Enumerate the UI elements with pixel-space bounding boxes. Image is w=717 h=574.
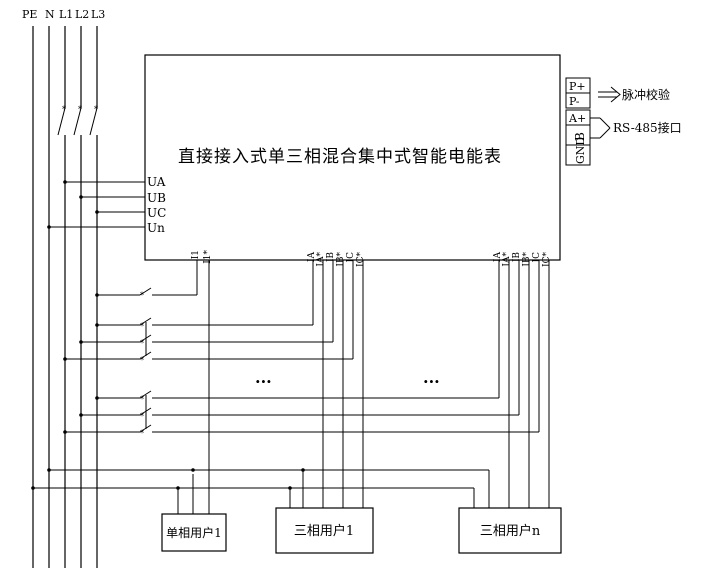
user-label-single-phase-1: 单相用户1 — [166, 525, 222, 540]
svg-text:IB: IB — [512, 252, 522, 263]
terminal-a-plus: A+ — [568, 112, 586, 125]
right-terminal-block: P+ P- A+ B GND — [565, 77, 591, 166]
terminal-ub: UB — [147, 191, 166, 205]
three-phase-1-terminals: IA IA* IB IB* IC IC* — [307, 252, 366, 267]
busbar-label-l3: L3 — [91, 8, 105, 21]
terminal-uc: UC — [147, 206, 166, 220]
three-phase-n-branch: * * * — [63, 260, 550, 508]
pulse-arrow — [598, 86, 621, 103]
svg-text:IC: IC — [532, 252, 542, 263]
busbar-label-pe: PE — [22, 8, 37, 21]
breaker-mark: * — [140, 356, 144, 365]
terminal-i1: I1 — [191, 250, 201, 259]
meter-title: 直接接入式单三相混合集中式智能电能表 — [178, 147, 502, 167]
ellipsis-left: ... — [255, 368, 272, 387]
busbar-label-l1: L1 — [59, 8, 73, 21]
rs485-brace — [590, 117, 611, 139]
busbars — [32, 26, 98, 568]
breaker-mark: * — [140, 322, 144, 331]
breaker-mark: * — [140, 339, 144, 348]
terminal-p-minus: P- — [569, 95, 580, 108]
three-phase-n-terminals: IA IA* IB IB* IC IC* — [493, 252, 552, 267]
single-phase-branch: * — [95, 260, 210, 514]
terminal-gnd: GND — [574, 137, 587, 164]
pe-n-distribution — [31, 468, 489, 490]
user-box-three-phase-1 — [275, 507, 374, 554]
busbar-label-l2: L2 — [75, 8, 89, 21]
rs485-label: RS-485接口 — [613, 120, 682, 135]
terminal-i1-star: I1* — [203, 250, 213, 264]
svg-text:IA*: IA* — [316, 252, 326, 267]
user-label-three-phase-n: 三相用户n — [480, 523, 541, 539]
terminal-ua: UA — [147, 175, 166, 189]
voltage-wires — [47, 180, 145, 229]
breaker-mark: * — [140, 291, 144, 300]
terminal-p-plus: P+ — [569, 80, 586, 93]
breaker-mark: * — [140, 395, 144, 404]
svg-text:IC*: IC* — [356, 252, 366, 267]
user-label-three-phase-1: 三相用户1 — [294, 523, 354, 539]
user-box-single-phase-1 — [161, 513, 227, 552]
breaker-mark: * — [140, 429, 144, 438]
svg-text:IC: IC — [346, 252, 356, 263]
switch-mark: * — [78, 105, 82, 114]
svg-text:IA: IA — [307, 252, 317, 263]
terminal-b: B — [573, 132, 587, 141]
svg-text:IB*: IB* — [522, 252, 532, 267]
switch-mark: * — [62, 105, 66, 114]
svg-text:IB: IB — [326, 252, 336, 263]
svg-text:IB*: IB* — [336, 252, 346, 267]
user-box-three-phase-n — [458, 507, 562, 554]
svg-text:IA*: IA* — [502, 252, 512, 267]
terminal-un: Un — [147, 221, 165, 235]
breaker-mark: * — [140, 412, 144, 421]
three-phase-1-branch: * * * — [63, 260, 364, 508]
svg-text:IC*: IC* — [542, 252, 552, 267]
pulse-label: 脉冲校验 — [622, 87, 670, 102]
main-switch: * * * — [57, 105, 98, 136]
busbar-label-n: N — [45, 8, 55, 21]
ellipsis-right: ... — [423, 368, 440, 387]
svg-text:IA: IA — [493, 252, 503, 263]
switch-mark: * — [94, 105, 98, 114]
